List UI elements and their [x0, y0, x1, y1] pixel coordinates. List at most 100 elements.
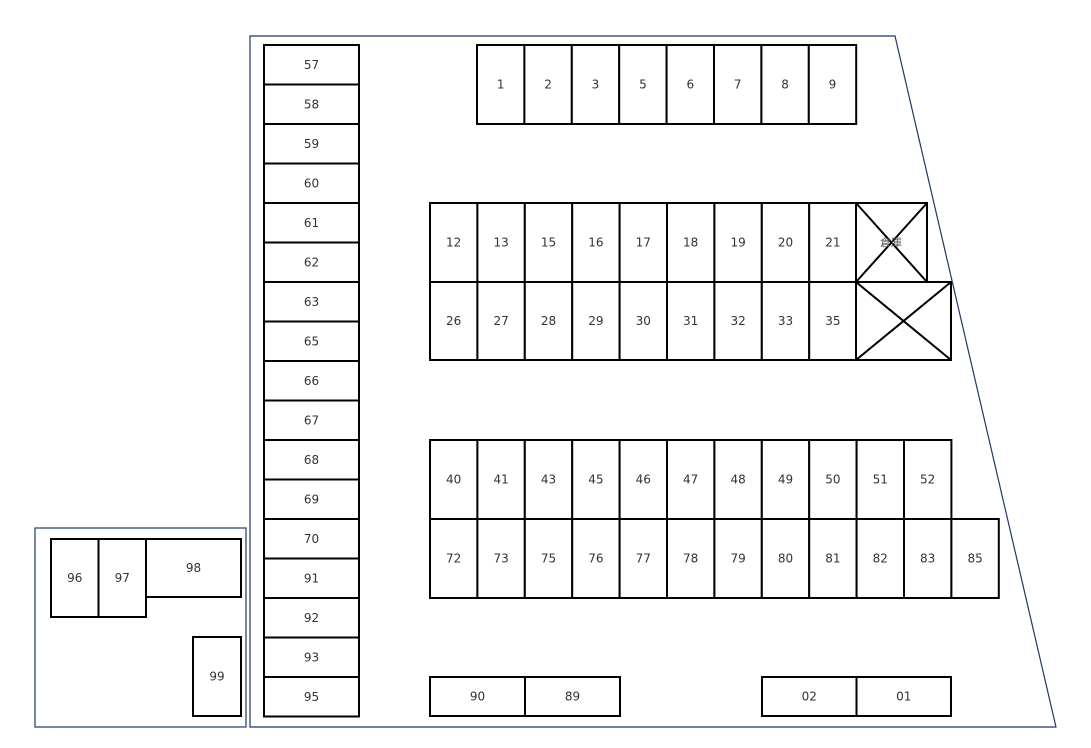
parking-space-outline: [429, 202, 479, 283]
parking-space: 85: [950, 518, 1000, 599]
parking-space-outline: [263, 557, 360, 599]
space-number: 49: [778, 473, 793, 487]
parking-space: 80: [760, 518, 811, 599]
parking-space: 01: [855, 676, 952, 717]
space-number: 90: [470, 690, 485, 704]
parking-space: 9: [807, 44, 858, 125]
storage-label: 倉庫: [880, 235, 902, 249]
parking-space: 99: [192, 636, 242, 717]
space-number: 6: [686, 78, 694, 92]
parking-space: 5: [618, 44, 668, 125]
parking-space: 52: [903, 439, 953, 520]
space-number: 60: [304, 176, 319, 190]
space-number: 99: [209, 670, 224, 684]
space-number: 75: [541, 552, 556, 566]
space-number: 66: [304, 374, 319, 388]
parking-space: 16: [571, 202, 621, 283]
space-number: 13: [493, 236, 508, 250]
parking-space: 93: [263, 636, 360, 678]
main-lot-boundary: [249, 35, 1057, 728]
space-number: 35: [825, 314, 840, 328]
parking-space-outline: [263, 360, 360, 402]
parking-space-outline: [807, 44, 858, 125]
parking-space-outline: [263, 478, 360, 520]
parking-space: 29: [571, 281, 621, 361]
parking-space: 70: [263, 518, 360, 560]
parking-space-outline: [263, 162, 360, 204]
space-number: 73: [493, 552, 508, 566]
space-number: 98: [186, 561, 201, 575]
parking-space-outline: [523, 44, 573, 125]
space-number: 41: [493, 473, 508, 487]
parking-space-outline: [666, 202, 716, 283]
parking-space-outline: [263, 320, 360, 362]
space-number: 9: [829, 78, 837, 92]
space-number: 85: [967, 552, 982, 566]
space-number: 82: [873, 552, 888, 566]
parking-space: 2: [523, 44, 573, 125]
space-number: 62: [304, 255, 319, 269]
parking-space-outline: [263, 123, 360, 165]
space-number: 47: [683, 473, 698, 487]
parking-space: 97: [97, 538, 147, 618]
parking-space: 62: [263, 241, 360, 283]
parking-space: 78: [666, 518, 716, 599]
parking-space-outline: [476, 518, 526, 599]
space-number: 8: [781, 78, 789, 92]
parking-space: 68: [263, 439, 360, 481]
space-number: 97: [115, 571, 130, 585]
parking-space-outline: [808, 281, 858, 361]
space-number: 48: [730, 473, 745, 487]
parking-space-outline: [429, 518, 479, 599]
parking-space-outline: [263, 439, 360, 481]
space-number: 2: [544, 78, 552, 92]
space-number: 70: [304, 532, 319, 546]
parking-space: 58: [263, 83, 360, 125]
space-number: 17: [636, 236, 651, 250]
parking-space: 57: [263, 44, 360, 86]
parking-space: 15: [523, 202, 574, 283]
parking-space: 96: [50, 538, 100, 618]
parking-space-outline: [263, 636, 360, 678]
space-number: 91: [304, 571, 319, 585]
space-number: 79: [730, 552, 745, 566]
space-number: 81: [825, 552, 840, 566]
parking-space: 72: [429, 518, 479, 599]
parking-space-outline: [855, 676, 952, 717]
parking-space: 81: [808, 518, 858, 599]
parking-space-outline: [476, 202, 526, 283]
space-number: 59: [304, 137, 319, 151]
parking-space: 43: [523, 439, 574, 520]
parking-space: 28: [523, 281, 574, 361]
parking-space: 26: [429, 281, 479, 361]
parking-space: 31: [666, 281, 716, 361]
space-number: 16: [588, 236, 603, 250]
parking-space-outline: [665, 44, 715, 125]
parking-space: 18: [666, 202, 716, 283]
space-number: 20: [778, 236, 793, 250]
space-number: 96: [67, 571, 82, 585]
space-number: 31: [683, 314, 698, 328]
parking-space-outline: [713, 439, 763, 520]
space-number: 5: [639, 78, 647, 92]
annex-lot-boundary: [34, 527, 247, 728]
space-number: 89: [565, 690, 580, 704]
space-number: 1: [497, 78, 505, 92]
space-number: 78: [683, 552, 698, 566]
space-number: 92: [304, 611, 319, 625]
parking-space-outline: [429, 281, 479, 361]
parking-space-outline: [618, 202, 668, 283]
parking-space: 59: [263, 123, 360, 165]
parking-space: 89: [524, 676, 621, 717]
parking-space-outline: [145, 538, 242, 598]
parking-space: 63: [263, 281, 360, 323]
space-number: 43: [541, 473, 556, 487]
space-number: 69: [304, 492, 319, 506]
parking-space-outline: [429, 439, 479, 520]
parking-space: 40: [429, 439, 479, 520]
parking-space-outline: [903, 518, 953, 599]
parking-space: 77: [618, 518, 668, 599]
